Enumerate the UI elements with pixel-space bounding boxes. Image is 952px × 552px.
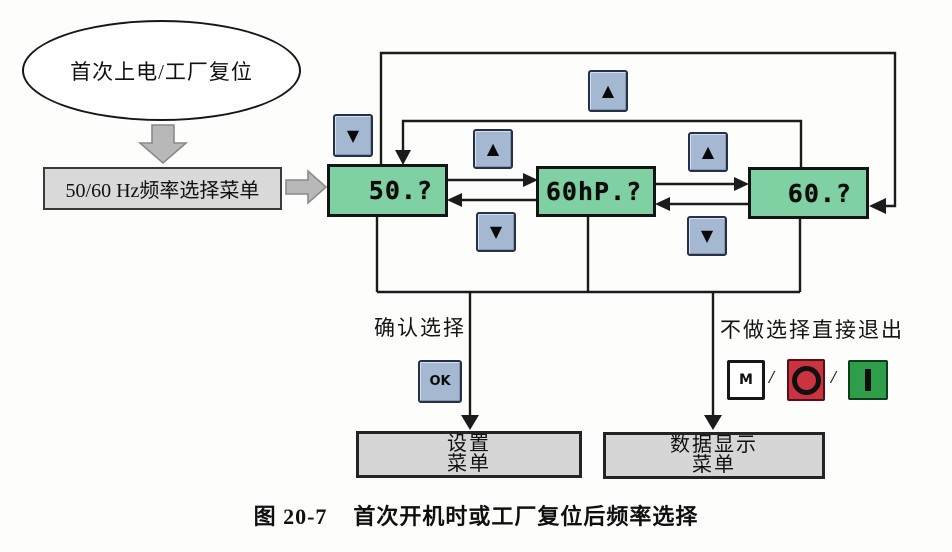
- menu-key: M: [727, 360, 765, 400]
- ok-key: OK: [418, 360, 462, 403]
- down-key-left-pair: ▼: [476, 212, 516, 252]
- display-60hp: 60hP.?: [536, 166, 656, 217]
- down-key-right-pair: ▼: [687, 216, 727, 256]
- data-display-menu-line1: 数据显示: [670, 433, 758, 456]
- arrowhead-into-settings: [461, 415, 479, 430]
- wrap-loop-up-line: [401, 119, 803, 167]
- up-key-right-pair: ▲: [688, 132, 728, 172]
- display-50hz: 50.?: [327, 164, 448, 217]
- arrowhead-into-60-right: [869, 198, 886, 214]
- settings-menu-box: 设置 菜单: [356, 431, 582, 478]
- settings-menu-line2: 菜单: [447, 452, 491, 475]
- block-arrow-right-icon: [285, 169, 328, 205]
- figure-caption-number: 图 20-7: [253, 504, 328, 529]
- up-key-wrap: ▲: [588, 70, 628, 112]
- down-arrow-icon: ▼: [700, 226, 714, 245]
- menu-key-label: M: [739, 372, 753, 388]
- run-icon: [865, 369, 871, 391]
- down-arrow-icon: ▼: [489, 222, 503, 241]
- arrowhead-into-data-display: [704, 415, 722, 430]
- display-50hz-value: 50.?: [368, 176, 433, 205]
- up-key-left-pair: ▲: [473, 129, 513, 169]
- frequency-menu-label: 50/60 Hz频率选择菜单: [65, 180, 260, 202]
- exit-bracket-lines: [375, 217, 802, 294]
- wrap-loop-down-line: [379, 51, 897, 208]
- figure-caption: 图 20-7 首次开机时或工厂复位后频率选择: [26, 499, 926, 531]
- stop-key: [787, 359, 825, 401]
- frequency-menu-box: 50/60 Hz频率选择菜单: [43, 167, 282, 210]
- ok-key-label: OK: [429, 374, 451, 389]
- block-arrow-down-icon: [137, 124, 189, 165]
- up-arrow-icon: ▲: [486, 139, 500, 158]
- arrowhead-into-60hp-right: [655, 197, 670, 211]
- run-key: [848, 360, 888, 400]
- separator-slash: /: [831, 367, 837, 387]
- down-arrow-icon: ▼: [346, 125, 360, 145]
- display-60hz: 60.?: [748, 167, 869, 219]
- stop-icon: [791, 365, 821, 395]
- arrowhead-into-60-left: [734, 177, 749, 191]
- data-display-menu-line2: 菜单: [692, 453, 736, 476]
- up-arrow-icon: ▲: [601, 81, 615, 100]
- start-ellipse-label: 首次上电/工厂复位: [70, 59, 253, 84]
- display-60hp-value: 60hP.?: [545, 177, 643, 206]
- exit-without-selection-label: 不做选择直接退出: [720, 318, 904, 342]
- separator-slash: /: [769, 367, 775, 387]
- start-ellipse: 首次上电/工厂复位: [22, 20, 301, 121]
- data-display-menu-box: 数据显示 菜单: [603, 432, 825, 479]
- arrowhead-into-50-right: [447, 193, 462, 207]
- display-60hz-value: 60.?: [787, 178, 852, 208]
- confirm-selection-label: 确认选择: [374, 316, 466, 340]
- figure-caption-title: 首次开机时或工厂复位后频率选择: [353, 504, 699, 529]
- up-arrow-icon: ▲: [701, 142, 715, 161]
- down-key-wrap: ▼: [333, 114, 373, 157]
- arrowhead-into-50-top: [395, 150, 411, 165]
- settings-menu-line1: 设置: [447, 432, 491, 455]
- arrowhead-into-60hp-left: [523, 173, 538, 187]
